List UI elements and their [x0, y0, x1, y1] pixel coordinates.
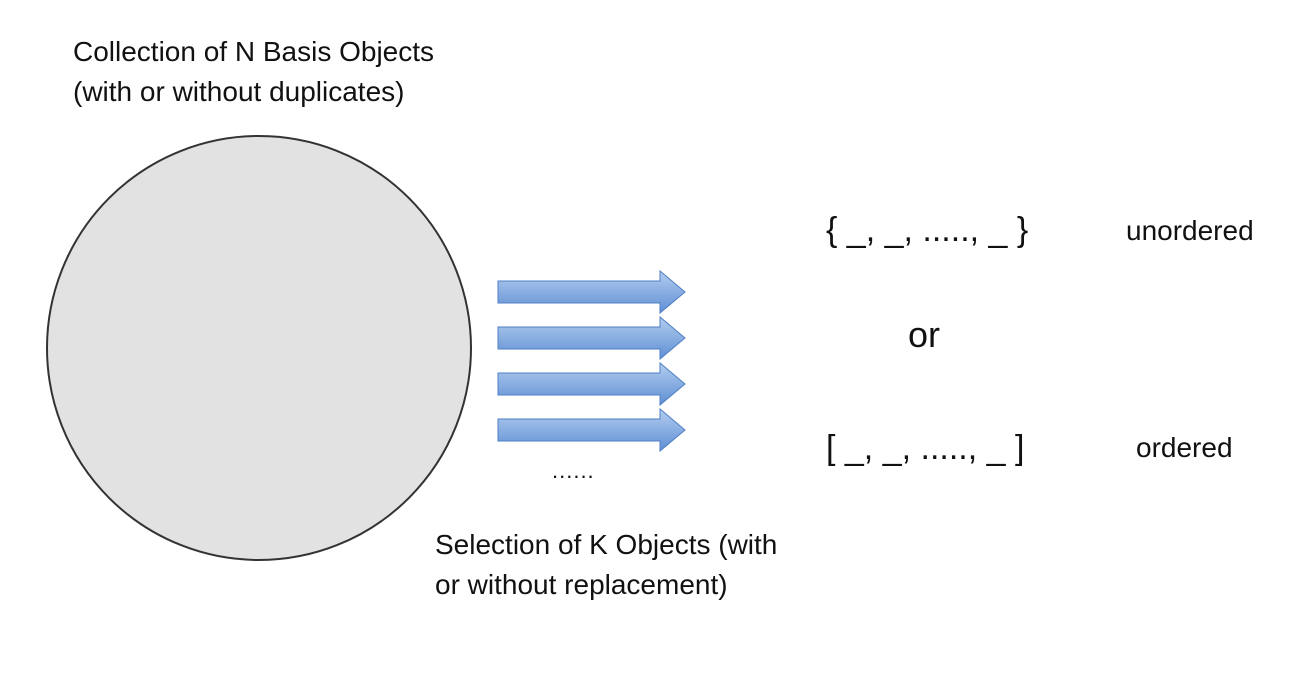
- basis-objects-circle: [46, 135, 472, 561]
- collection-caption-line-2: (with or without duplicates): [73, 76, 405, 107]
- right-arrow-icon: [497, 269, 686, 315]
- selection-caption-line-1: Selection of K Objects (with: [435, 529, 778, 560]
- unordered-set-notation: { _, _, ....., _ }: [826, 211, 1029, 249]
- more-selections-ellipsis: ......: [552, 458, 595, 483]
- selection-caption-line-2: or without replacement): [435, 569, 728, 600]
- or-connector: or: [908, 314, 941, 355]
- unordered-label: unordered: [1126, 215, 1254, 246]
- collection-caption: Collection of N Basis Objects (with or w…: [73, 32, 434, 112]
- right-arrow-icon: [497, 361, 686, 407]
- selection-caption: Selection of K Objects (with or without …: [435, 525, 777, 605]
- right-arrow-icon: [497, 407, 686, 453]
- right-arrow-icon: [497, 315, 686, 361]
- selection-arrows: [497, 269, 686, 453]
- ordered-list-notation: [ _, _, ....., _ ]: [826, 429, 1025, 467]
- ordered-label: ordered: [1136, 432, 1233, 463]
- collection-caption-line-1: Collection of N Basis Objects: [73, 36, 435, 67]
